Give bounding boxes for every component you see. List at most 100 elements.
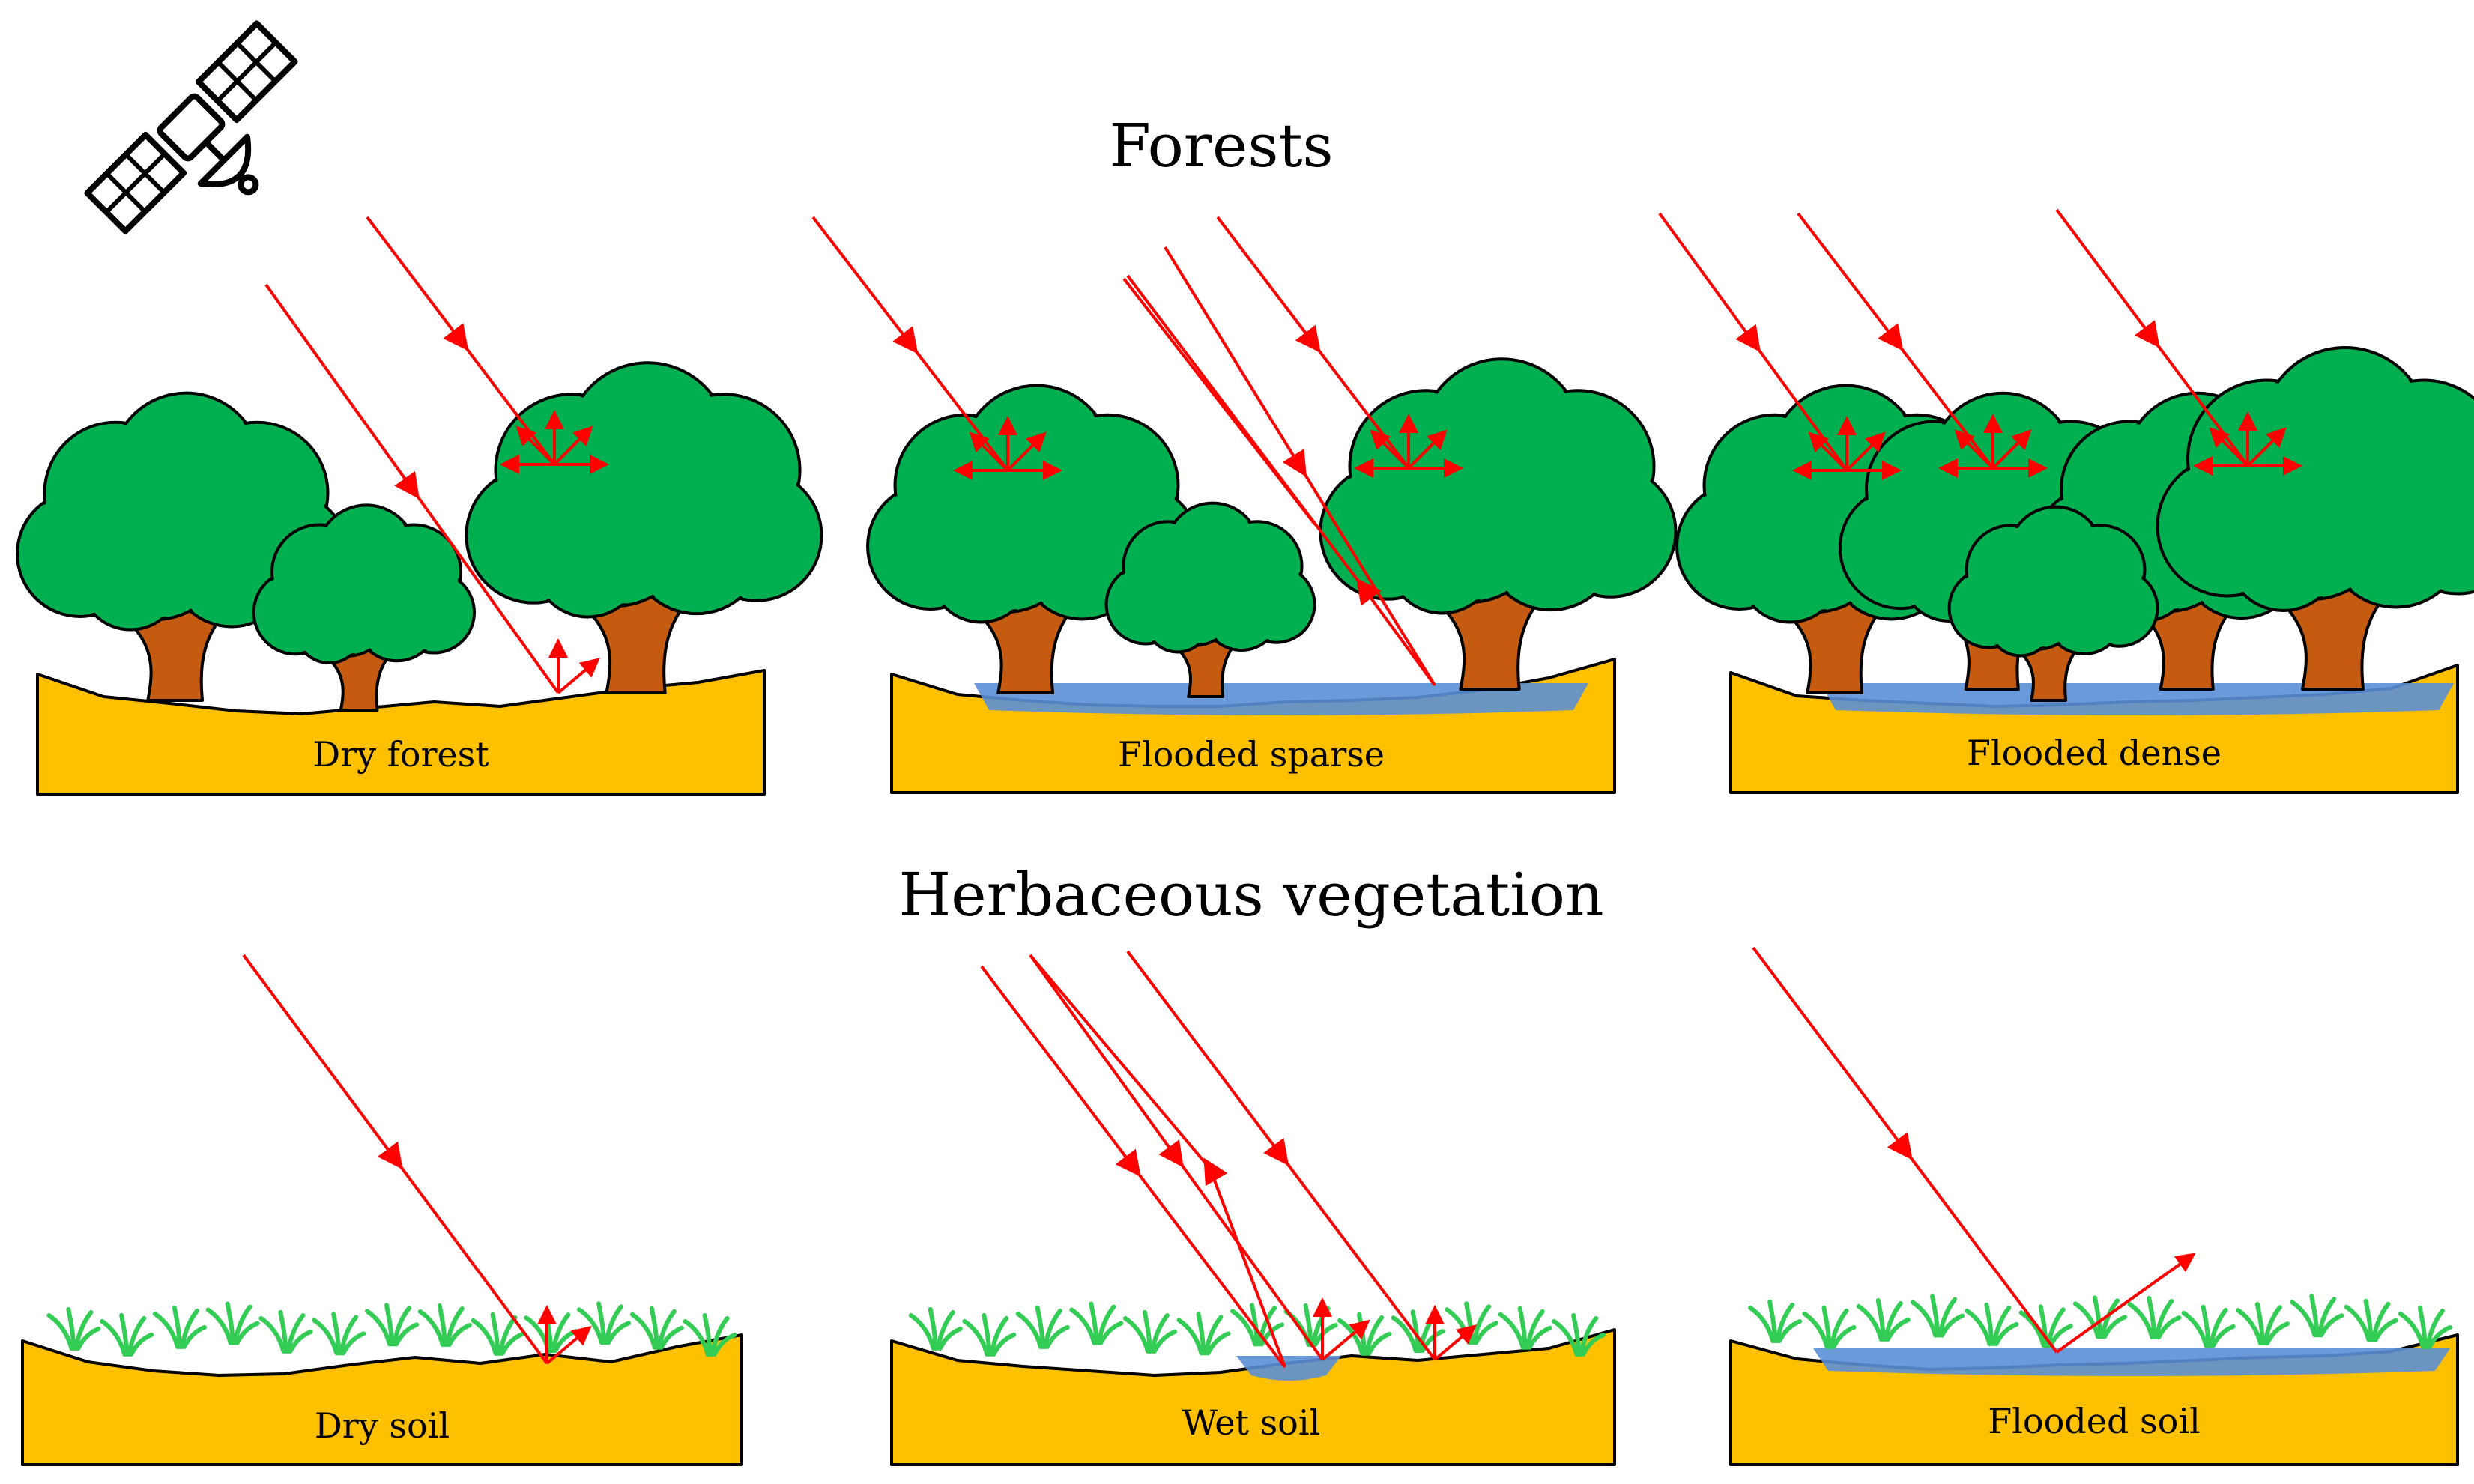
grass-blade	[179, 1308, 199, 1349]
scatter-arrow	[2246, 427, 2287, 467]
grass-blade	[962, 1318, 990, 1357]
grass-blade	[1775, 1303, 1795, 1343]
grass-blade	[285, 1312, 306, 1354]
grass-blade	[2102, 1315, 2127, 1339]
grass-blade	[437, 1303, 447, 1348]
grass-blade	[596, 1301, 607, 1345]
grass-blade	[551, 1312, 571, 1354]
grass-blade	[1035, 1305, 1045, 1349]
grass-blade	[1930, 1294, 1941, 1338]
grass-blade	[2425, 1309, 2445, 1349]
grass-blade	[659, 1325, 684, 1350]
grass-blade	[1994, 1321, 2019, 1346]
label-dry-forest: Dry forest	[312, 734, 489, 775]
grass-blade	[1149, 1312, 1170, 1354]
tree-flooded-sparse-1	[866, 384, 1200, 694]
grass-blade	[1367, 1331, 1392, 1356]
grass-blade	[392, 1306, 411, 1347]
beam-dry-forest-ground	[264, 283, 560, 694]
label-flooded-dense: Flooded dense	[1967, 733, 2222, 773]
grass-blade	[394, 1322, 419, 1347]
label-dry-soil: Dry soil	[314, 1405, 450, 1446]
grass-blade	[1303, 1303, 1313, 1348]
tree-flooded-dense-5	[2156, 346, 2474, 691]
grass-blade	[1938, 1297, 1958, 1338]
grass-blade	[127, 1315, 147, 1357]
grass-blade	[2317, 1297, 2337, 1338]
grass-blade	[1777, 1319, 1803, 1343]
grass-blade	[1420, 1329, 1445, 1354]
grass-blade	[2156, 1315, 2182, 1340]
scatter-arrow	[1370, 429, 1410, 470]
ground-dry-soil	[21, 1333, 743, 1466]
beam-flooded-sparse-canopy-2	[1216, 216, 1410, 470]
scatter-arrow	[557, 658, 600, 694]
beam-wet-soil-2	[1029, 954, 1324, 1361]
grass-blade	[710, 1316, 730, 1357]
tree-flooded-sparse-2	[1104, 501, 1316, 698]
tree-dry-forest-1	[16, 391, 350, 702]
grass-blade	[1911, 1300, 1938, 1338]
grass-blade	[1940, 1313, 1965, 1338]
grass-blade	[1829, 1308, 1849, 1349]
grass-blade	[1527, 1325, 1552, 1350]
scatter-wet-soil-2	[1313, 1297, 1370, 1361]
grass-blade	[1991, 1305, 2012, 1346]
grass-blade	[2093, 1295, 2102, 1339]
grass-blade	[1571, 1313, 1582, 1357]
canopy-lobe-fill	[138, 455, 275, 593]
grass-blade	[928, 1307, 938, 1351]
grass-blade	[447, 1323, 472, 1348]
scatter-arrow	[553, 425, 593, 466]
panel-grid	[216, 40, 278, 103]
grass-blade	[129, 1332, 154, 1357]
grass-blade	[1581, 1333, 1606, 1357]
grass-blade	[1885, 1317, 1911, 1342]
water-wet-soil	[1236, 1356, 1341, 1381]
scatter-arrow	[1006, 431, 1047, 472]
canopy-lobe-fill	[335, 547, 425, 637]
grass-blade	[2254, 1302, 2265, 1346]
canopy-lobe-fill	[1450, 425, 1597, 573]
grass-blade	[577, 1307, 605, 1345]
grass-blade	[2262, 1305, 2282, 1346]
scatter-arrow	[1321, 1319, 1370, 1361]
grass-blade	[341, 1331, 366, 1356]
grass-blade	[2201, 1304, 2211, 1348]
beam-dry-forest-canopy	[366, 216, 556, 466]
scatter-arrow	[2209, 427, 2249, 467]
grass-dry-soil	[46, 1301, 737, 1357]
grass-blade	[649, 1306, 659, 1350]
dish-feed	[238, 174, 259, 196]
tree-dry-forest-3	[465, 361, 823, 694]
grass-blade	[656, 1309, 677, 1350]
grass-blade	[935, 1310, 955, 1351]
scatter-dry-forest-ground	[548, 638, 600, 694]
beam-wet-soil-return	[1029, 954, 1286, 1368]
canopy-lobe-fill	[988, 447, 1125, 585]
ground-wet-soil	[890, 1328, 1616, 1466]
grass-blade	[1257, 1306, 1277, 1347]
scatter-wet-soil-3	[1425, 1305, 1477, 1361]
grass-blade	[2417, 1306, 2428, 1349]
grass-blade	[1364, 1315, 1385, 1356]
grass-blade	[702, 1313, 713, 1357]
grass-blade	[1098, 1321, 1124, 1345]
beam-flooded-sparse-double-in	[1164, 246, 1436, 687]
grass-blade	[1096, 1304, 1116, 1345]
beam-flooded-dense-1	[1658, 212, 1848, 472]
grass-blade	[2264, 1321, 2290, 1346]
grass-blade	[152, 1311, 180, 1349]
grass-blade	[278, 1309, 288, 1354]
grass-blade	[100, 1318, 127, 1357]
beam-wet-soil-3	[1126, 950, 1436, 1361]
grass-blade	[1552, 1319, 1579, 1357]
grass-blade	[1250, 1303, 1259, 1347]
grass-blade	[1856, 1303, 1884, 1342]
grass-blade	[982, 1312, 992, 1357]
grass-blade	[2018, 1310, 2046, 1348]
grass-blade	[2038, 1304, 2048, 1348]
grass-blade	[712, 1333, 737, 1357]
grass-blade	[471, 1318, 498, 1356]
grass-blade	[76, 1327, 101, 1351]
